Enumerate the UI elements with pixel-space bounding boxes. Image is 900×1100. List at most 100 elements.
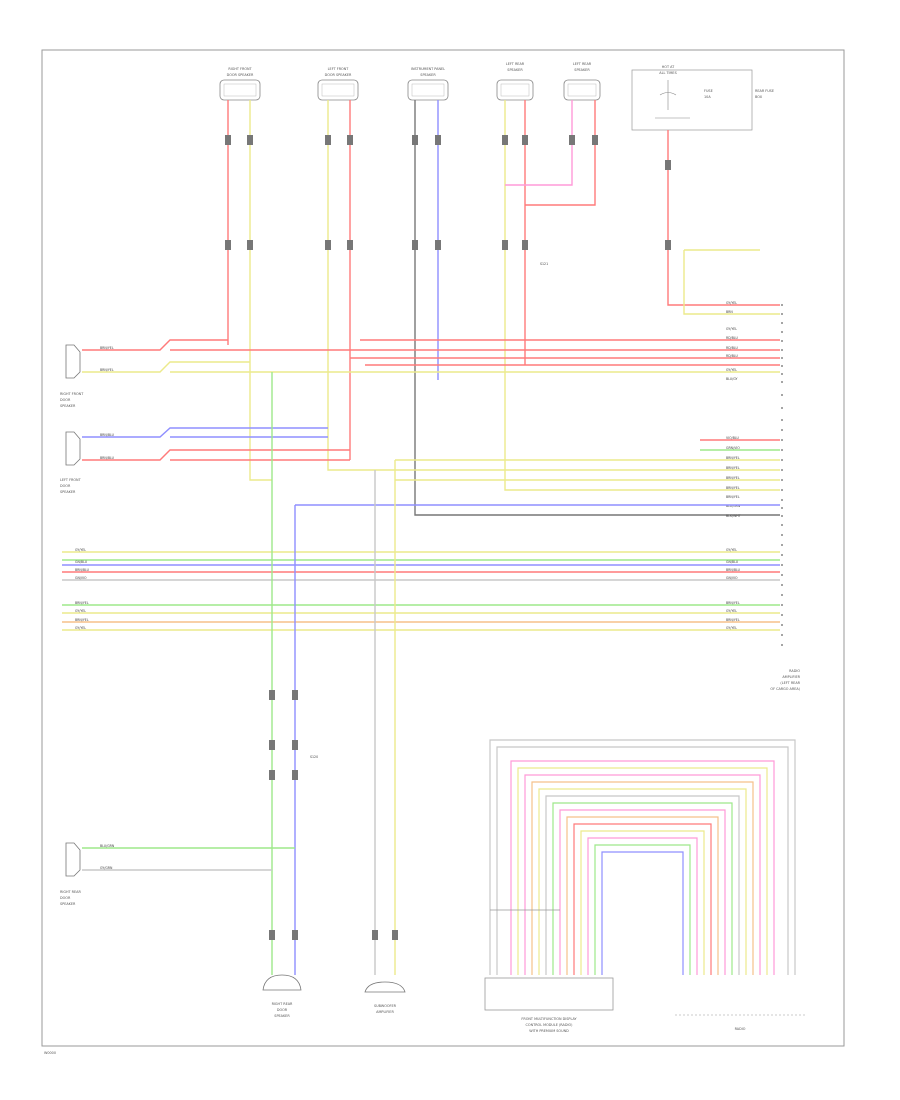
- lower-wire-label-right: BRN/YEL: [726, 618, 740, 622]
- lower-wire-label: BRN/BLU: [75, 568, 90, 572]
- lower-wire-label-right: GY/YEL: [726, 609, 737, 613]
- lower-wire-label: GN/BLU: [75, 560, 88, 564]
- top-speaker-lr1: LEFT REAR SPEAKER: [496, 62, 534, 101]
- lower-bus-labels: GY/YEL GN/BLU BRN/BLU GN/VIO BRN/YEL GY/…: [75, 548, 741, 630]
- right-wire-label: BLK/WHT: [726, 514, 741, 518]
- right-wire-label: GY/YEL: [726, 327, 737, 331]
- subwoofer-label-2: AMPLIFIER: [376, 1010, 394, 1014]
- amplifier-label-1: RADIO: [789, 669, 800, 673]
- radio-module-label-1: FRONT MULTIFUNCTION DISPLAY: [521, 1017, 577, 1021]
- rf-speaker-label-2: DOOR: [60, 398, 71, 402]
- left-wire-label-4: BRN/BLU: [100, 456, 115, 460]
- right-wire-label: RD/BLU: [726, 336, 739, 340]
- right-wire-label: BRN/YEL: [726, 466, 740, 470]
- fuse-box: HOT AT ALL TIMES FUSE 10A REAR FUSE BOX: [631, 65, 774, 131]
- subwoofer: SUBWOOFER AMPLIFIER: [364, 981, 406, 1014]
- rf-door-speaker: RIGHT FRONT DOOR SPEAKER: [60, 344, 84, 408]
- top-speaker-lr2: LEFT REAR SPEAKER: [563, 62, 601, 101]
- lower-wire-label: GY/YEL: [75, 626, 86, 630]
- amplifier-label: RADIO AMPLIFIER (LEFT REAR OF CARGO AREA…: [770, 669, 800, 691]
- right-wire-label: BLU/GRN: [726, 504, 741, 508]
- lower-wire-label-right: GY/YEL: [726, 626, 737, 630]
- rr-wire-label-1: BLU/GRN: [100, 844, 115, 848]
- left-wire-label-3: BRN/BLU: [100, 433, 115, 437]
- fuse-box-label-2: ALL TIMES: [659, 71, 676, 75]
- lf-speaker-label-1: LEFT FRONT: [60, 478, 82, 482]
- right-wire-labels: GY/YEL BRN GY/YEL RD/BLU RD/BLU RD/BLU G…: [726, 301, 741, 518]
- right-wire-label: RD/BLU: [726, 354, 739, 358]
- splice-label: S121: [540, 262, 548, 266]
- rr-tweeter: RIGHT REAR DOOR SPEAKER: [262, 974, 302, 1018]
- rr-speaker-label-2: DOOR: [60, 896, 71, 900]
- lf-speaker-label-2: DOOR: [60, 484, 71, 488]
- right-wire-label: BLU/GY: [726, 377, 738, 381]
- right-wire-label: GY/YEL: [726, 301, 737, 305]
- lower-wire-label-right: GY/YEL: [726, 548, 737, 552]
- radio-module: FRONT MULTIFUNCTION DISPLAY CONTROL MODU…: [484, 977, 614, 1033]
- lower-wire-label: BRN/YEL: [75, 601, 89, 605]
- radio-label: RADIO: [735, 1027, 746, 1031]
- left-wire-label-2: BRN/YEL: [100, 368, 114, 372]
- radio-module-label-3: WITH PREMIUM SOUND: [529, 1029, 569, 1033]
- top-speaker-lr2-label-1: LEFT REAR: [573, 62, 592, 66]
- lower-wire-label-right: BRN/YEL: [726, 601, 740, 605]
- rr-door-speaker: RIGHT REAR DOOR SPEAKER: [60, 842, 81, 906]
- top-speaker-rf-label-2: DOOR SPEAKER: [227, 73, 254, 77]
- fuse-box-label-3: FUSE: [704, 89, 713, 93]
- top-speaker-rf-label-1: RIGHT FRONT: [228, 67, 252, 71]
- top-speaker-ip-label-2: SPEAKER: [420, 73, 436, 77]
- fuse-box-label-1: HOT AT: [662, 65, 675, 69]
- top-speaker-lr2-label-2: SPEAKER: [574, 68, 590, 72]
- top-vertical-wires: [227, 100, 780, 516]
- top-speaker-ip-label-1: INSTRUMENT PANEL: [411, 67, 445, 71]
- lf-speaker-label-3: SPEAKER: [60, 490, 76, 494]
- right-wire-label: BRN: [726, 310, 733, 314]
- right-wire-label: BRN/YEL: [726, 486, 740, 490]
- right-wire-label: BRN/YEL: [726, 476, 740, 480]
- lower-wire-label: GN/VIO: [75, 576, 87, 580]
- rr-speaker-wires: [82, 847, 295, 871]
- fuse-box-label-5: REAR FUSE: [755, 89, 774, 93]
- top-speaker-rf: RIGHT FRONT DOOR SPEAKER: [219, 67, 261, 101]
- lower-wire-label-right: GN/VIO: [726, 576, 738, 580]
- diagram-border: [41, 49, 845, 1047]
- lower-horizontal-bus: [62, 551, 780, 631]
- lower-wire-label-right: BRN/BLU: [726, 568, 741, 572]
- right-wire-label: VIO/BLU: [726, 436, 740, 440]
- right-wire-label: GRN/VIO: [726, 446, 740, 450]
- radio-module-label-2: CONTROL MODULE (RADIO): [526, 1023, 574, 1027]
- radio-block: RADIO: [675, 1014, 805, 1031]
- rr-speaker-label-1: RIGHT REAR: [60, 890, 81, 894]
- lower-wire-label-right: GN/BLU: [726, 560, 739, 564]
- rf-speaker-label-3: SPEAKER: [60, 404, 76, 408]
- rr-speaker-label-3: SPEAKER: [60, 902, 76, 906]
- subwoofer-label-1: SUBWOOFER: [374, 1004, 397, 1008]
- rr-tweeter-label-2: DOOR: [277, 1008, 288, 1012]
- top-speaker-lr1-label-1: LEFT REAR: [506, 62, 525, 66]
- right-wire-label: BRN/YEL: [726, 495, 740, 499]
- top-speaker-lf-label-1: LEFT FRONT: [328, 67, 350, 71]
- amplifier-label-3: (LEFT REAR: [780, 681, 800, 685]
- right-wire-label: BRN/YEL: [726, 456, 740, 460]
- amplifier-label-2: AMPLIFIER: [782, 675, 800, 679]
- lower-wire-label: GY/YEL: [75, 548, 86, 552]
- right-wire-label: RD/BLU: [726, 346, 739, 350]
- top-speaker-lf: LEFT FRONT DOOR SPEAKER: [317, 67, 359, 101]
- amplifier-label-4: OF CARGO AREA): [770, 687, 800, 691]
- left-speaker-wires: [82, 339, 780, 481]
- rr-tweeter-label-1: RIGHT REAR: [272, 1002, 293, 1006]
- left-wire-label-1: BRN/YEL: [100, 346, 114, 350]
- fuse-box-label-4: 10A: [704, 95, 711, 99]
- rf-speaker-label-1: RIGHT FRONT: [60, 392, 84, 396]
- top-speaker-lf-label-2: DOOR SPEAKER: [325, 73, 352, 77]
- top-wire-connectors: [225, 135, 671, 250]
- top-speaker-ip: INSTRUMENT PANEL SPEAKER: [407, 67, 449, 101]
- rr-tweeter-label-3: SPEAKER: [274, 1014, 290, 1018]
- lower-wire-connectors: [269, 690, 398, 940]
- lower-wire-label: BRN/YEL: [75, 618, 89, 622]
- right-wire-label: GY/YEL: [726, 368, 737, 372]
- top-speaker-lr1-label-2: SPEAKER: [507, 68, 523, 72]
- module-pin-column: [781, 304, 783, 646]
- lf-door-speaker: LEFT FRONT DOOR SPEAKER: [60, 431, 82, 494]
